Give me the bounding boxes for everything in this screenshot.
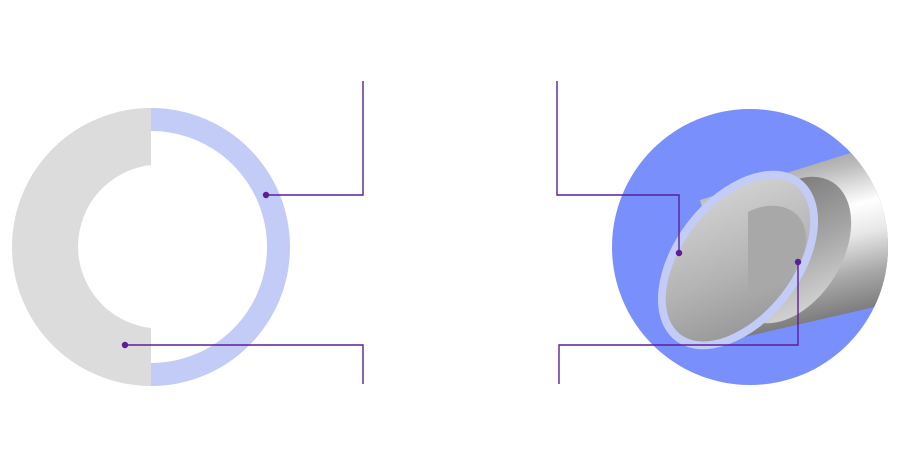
leader-dot-pipe-rim xyxy=(675,249,683,257)
tube-cross-section-icon xyxy=(12,108,290,386)
leader-line-upper-left xyxy=(266,81,364,196)
leader-line-upper-right xyxy=(556,81,680,253)
pipe-bore xyxy=(748,205,806,292)
cut-pipe-icon xyxy=(612,109,888,385)
thick-wall-half xyxy=(12,108,151,386)
leader-line-lower-right xyxy=(558,262,799,384)
leader-line-lower-left xyxy=(125,344,364,384)
thin-wall-half xyxy=(151,108,290,386)
leader-dot-thick-wall xyxy=(121,341,129,349)
leader-dot-pipe-bore xyxy=(794,258,802,266)
left-leader-lines xyxy=(125,81,364,384)
right-leader-lines xyxy=(556,81,799,384)
leader-dot-thin-wall xyxy=(262,191,270,199)
